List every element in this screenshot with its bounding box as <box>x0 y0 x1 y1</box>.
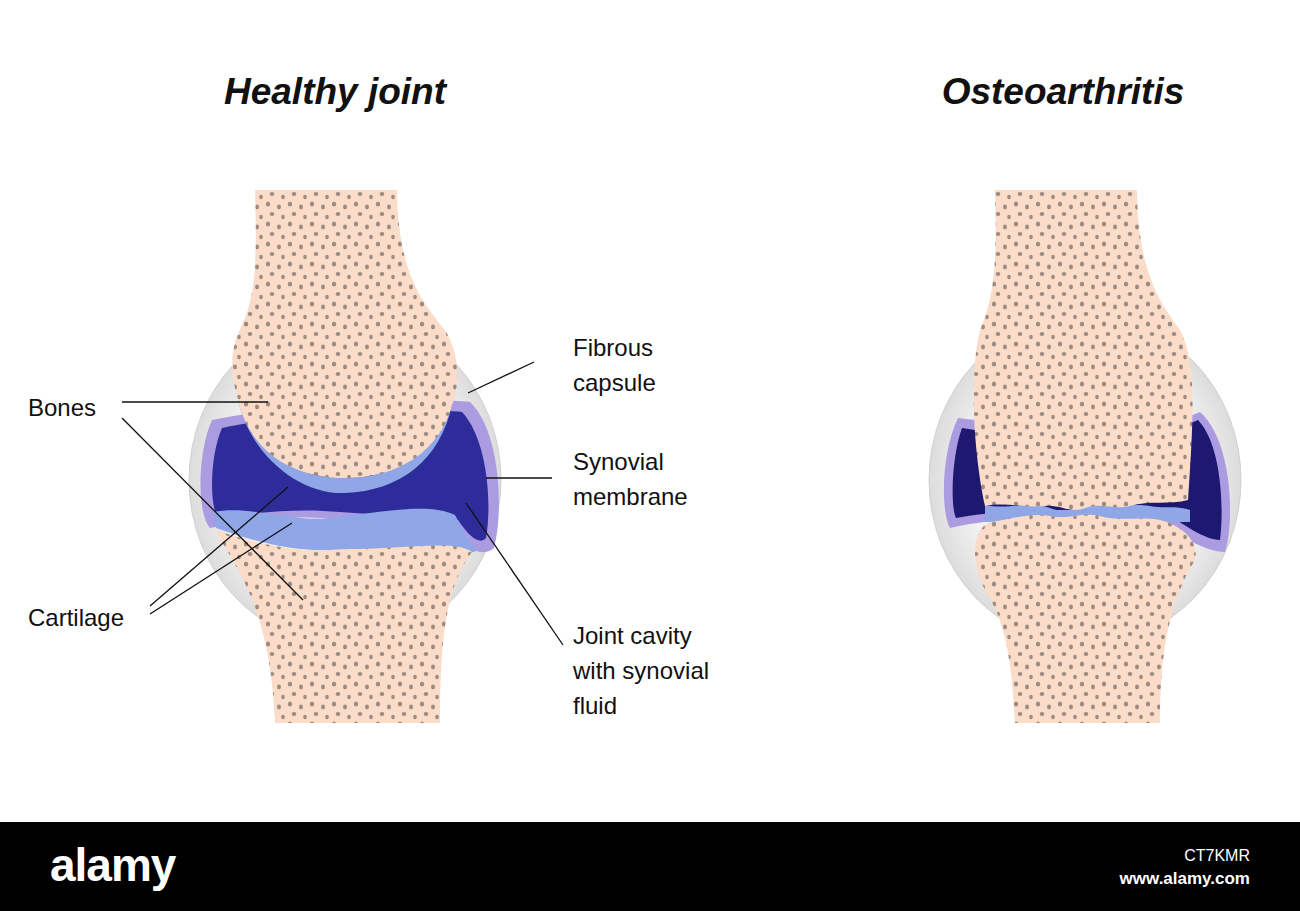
heading: Osteoarthritis <box>910 72 1216 113</box>
leader-lines <box>122 362 563 645</box>
leader-line <box>466 503 563 645</box>
watermark-logo: alamy <box>50 842 250 888</box>
leader-line <box>122 418 303 600</box>
upper-bone <box>974 190 1193 510</box>
footer-bar <box>0 822 1300 911</box>
image-code: CT7KMR <box>1050 847 1250 865</box>
leader-line <box>468 362 534 393</box>
part-label: Cartilage <box>28 600 158 635</box>
lower-bone <box>975 515 1196 723</box>
leader-line <box>150 523 292 614</box>
part-label: Fibrous capsule <box>573 330 738 400</box>
leader-line <box>150 487 288 606</box>
lower-bone <box>216 530 472 723</box>
heading: Healthy joint <box>185 72 485 113</box>
leader-line <box>122 401 268 402</box>
osteoarthritis-joint <box>929 190 1241 723</box>
leader-line <box>486 477 552 478</box>
part-label: Bones <box>28 390 128 425</box>
upper-bone <box>232 190 457 478</box>
healthy-joint <box>189 190 501 723</box>
part-label: Joint cavity with synovial fluid <box>573 618 738 723</box>
part-label: Synovial membrane <box>573 444 738 514</box>
watermark-url: www.alamy.com <box>1050 870 1250 889</box>
